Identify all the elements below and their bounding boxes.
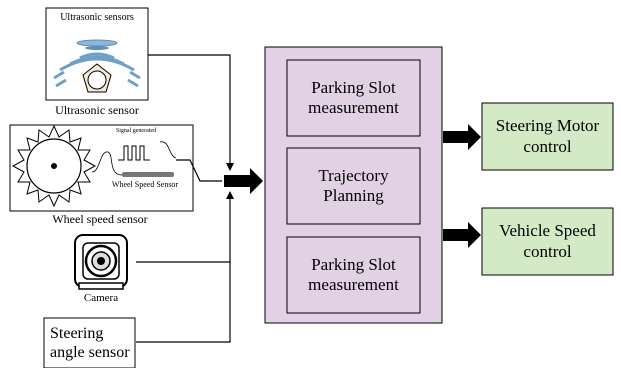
processing-block-parking-slot-1: Parking Slot measurement bbox=[308, 77, 399, 117]
pulse-signal-icon bbox=[118, 145, 150, 161]
block-arrows bbox=[224, 124, 481, 248]
camera-caption: Camera bbox=[83, 292, 119, 304]
signal-generated-label: Signal generated bbox=[115, 128, 157, 134]
output-vehicle-speed-control: Vehicle Speed control bbox=[499, 221, 596, 261]
sensor-probe-icon bbox=[91, 141, 177, 177]
gear-wheel-icon bbox=[11, 124, 97, 208]
output-box-speed bbox=[481, 207, 614, 276]
connection-lines bbox=[136, 54, 234, 343]
processing-block-trajectory-planning: Trajectory Planning bbox=[318, 165, 389, 205]
steering-angle-box bbox=[43, 317, 136, 368]
wheel-speed-caption: Wheel speed sensor bbox=[52, 212, 148, 226]
processing-block-parking-slot-2: Parking Slot measurement bbox=[308, 254, 399, 294]
ultrasonic-caption: Ultrasonic sensor bbox=[55, 103, 139, 117]
ultrasonic-wave-icon bbox=[53, 39, 141, 93]
input-merge-arrow bbox=[224, 168, 263, 194]
wheel-speed-sensor-image bbox=[9, 124, 194, 212]
output-box-steering bbox=[481, 102, 614, 171]
output-arrow-steering bbox=[443, 124, 481, 150]
wheel-speed-inner-label: Wheel Speed Sensor bbox=[111, 180, 179, 189]
ultrasonic-panel-title: Ultrasonic sensors bbox=[60, 12, 134, 23]
output-steering-motor-control: Steering Motor control bbox=[495, 116, 600, 156]
camera-icon bbox=[74, 234, 128, 290]
output-arrow-speed bbox=[443, 222, 481, 248]
steering-angle-label: Steering angle sensor bbox=[50, 324, 130, 361]
ultrasonic-sensor-image bbox=[45, 7, 149, 101]
